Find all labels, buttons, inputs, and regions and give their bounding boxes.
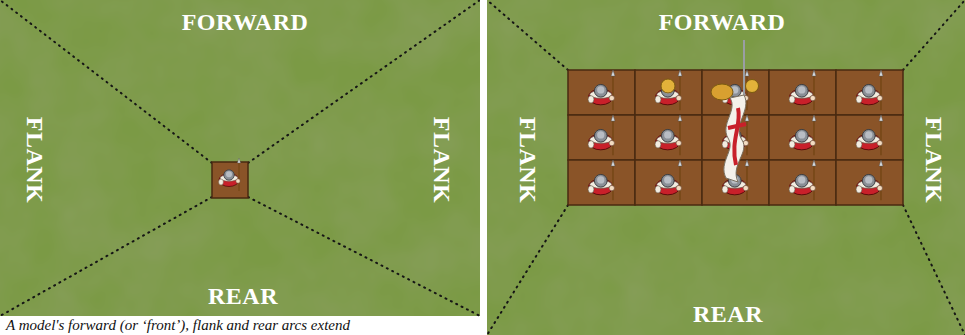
arc-label: FLANK [921,117,947,204]
banner [724,40,746,182]
left-panel [0,0,480,316]
arc-label: FLANK [515,117,541,204]
arc-label: REAR [208,283,278,309]
figure-caption: A model's forward (or ‘front’), flank an… [6,317,350,333]
unit-block [568,70,903,205]
arc-label: FORWARD [659,9,786,35]
arc-label: FLANK [429,117,455,204]
arc-label: FLANK [22,117,48,204]
arc-divider [0,0,480,316]
arc-label: REAR [693,301,763,327]
single-model [212,158,248,198]
arc-divider [487,0,965,335]
unit-models [588,70,883,200]
panel-gap [480,0,487,335]
arc-label: FORWARD [182,9,309,35]
right-panel [487,0,965,335]
